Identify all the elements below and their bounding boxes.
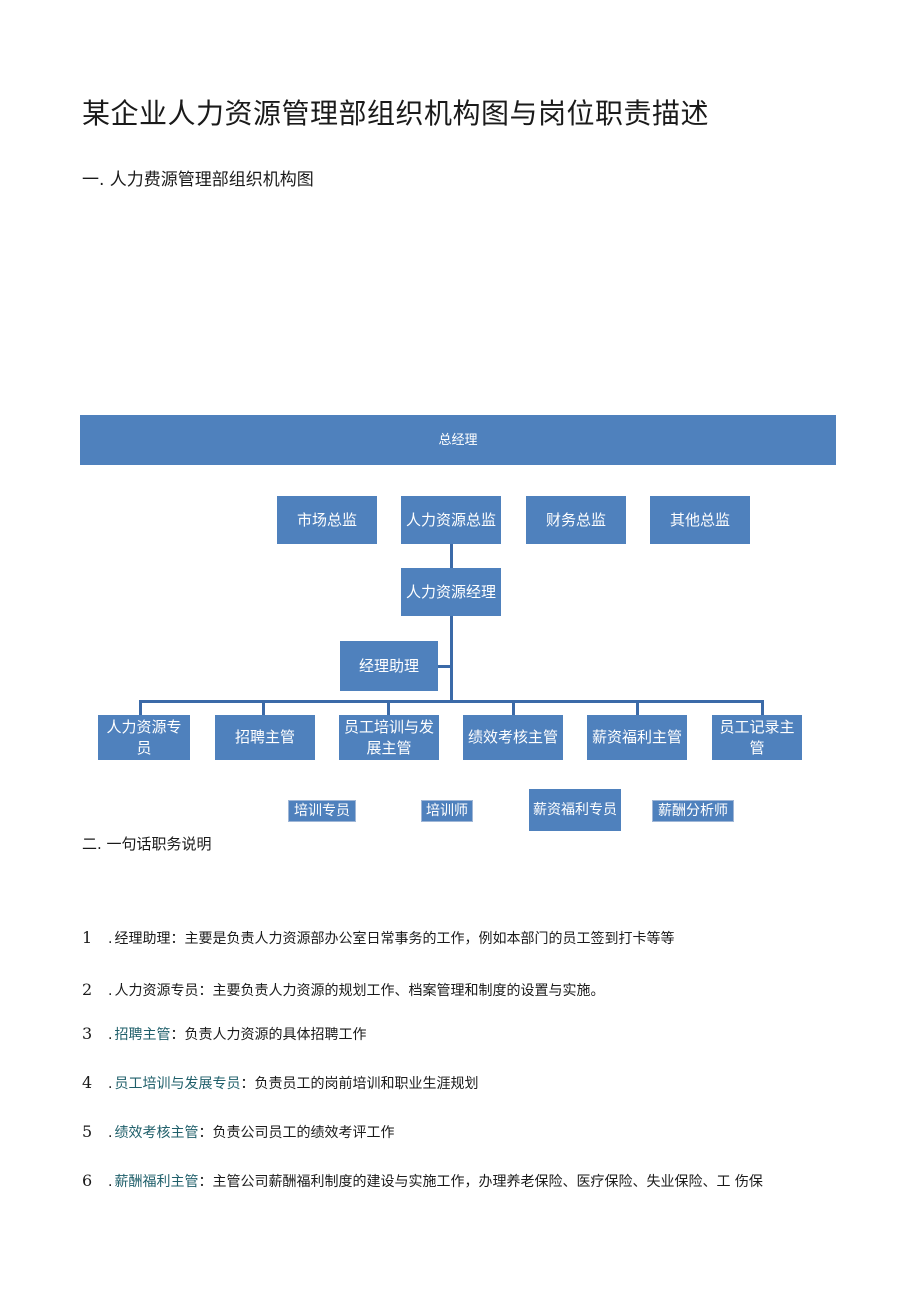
org-box-team-hr-specialist: 人力资源专员 bbox=[98, 715, 190, 760]
list-item: 2.人力资源专员：主要负责人力资源的规划工作、档案管理和制度的设置与实施。 bbox=[82, 980, 605, 999]
list-item: 5.绩效考核主管：负责公司员工的绩效考评工作 bbox=[82, 1122, 395, 1141]
list-item: 3.招聘主管：负责人力资源的具体招聘工作 bbox=[82, 1024, 367, 1043]
connector-line bbox=[262, 700, 265, 715]
list-item: 4.员工培训与发展专员：负责员工的岗前培训和职业生涯规划 bbox=[82, 1073, 479, 1092]
connector-line bbox=[450, 544, 453, 568]
list-item-number: 3 bbox=[82, 1024, 93, 1043]
connector-line bbox=[139, 700, 764, 703]
connector-line bbox=[139, 700, 142, 715]
connector-line bbox=[387, 700, 390, 715]
connector-line bbox=[512, 700, 515, 715]
list-item-role: 人力资源专员 bbox=[114, 983, 199, 999]
list-item: 1.经理助理：主要是负责人力资源部办公室日常事务的工作，例如本部门的员工签到打卡… bbox=[82, 928, 675, 947]
list-item-desc: ：负责员工的岗前培训和职业生涯规划 bbox=[240, 1076, 479, 1092]
section-heading-org-chart: 一. 人力费源管理部组织机构图 bbox=[82, 170, 314, 190]
list-item-role: 薪酬福利主管 bbox=[114, 1174, 199, 1190]
org-box-hr-manager: 人力资源经理 bbox=[401, 568, 501, 616]
list-item-number: 6 bbox=[82, 1171, 93, 1190]
list-item-desc: ：主要是负责人力资源部办公室日常事务的工作，例如本部门的员工签到打卡等等 bbox=[170, 931, 675, 947]
connector-line bbox=[636, 700, 639, 715]
list-item-role: 经理助理 bbox=[114, 931, 171, 947]
org-box-general-manager: 总经理 bbox=[80, 415, 836, 465]
list-item-role: 绩效考核主管 bbox=[114, 1125, 199, 1141]
list-item-number: 2 bbox=[82, 980, 93, 999]
list-item-role: 招聘主管 bbox=[114, 1027, 171, 1043]
org-box-director-marketing: 市场总监 bbox=[277, 496, 377, 544]
list-item: 6.薪酬福利主管：主管公司薪酬福利制度的建设与实施工作，办理养老保险、医疗保险、… bbox=[82, 1171, 763, 1190]
connector-line bbox=[438, 665, 450, 668]
org-box-director-other: 其他总监 bbox=[650, 496, 750, 544]
org-box-team-compensation: 薪资福利主管 bbox=[587, 715, 687, 760]
org-box-training-specialist: 培训专员 bbox=[288, 800, 356, 822]
org-box-team-training: 员工培训与发展主管 bbox=[339, 715, 439, 760]
section-heading-duties: 二. 一句话职务说明 bbox=[82, 835, 212, 853]
org-box-team-recruiting: 招聘主管 bbox=[215, 715, 315, 760]
list-item-number: 1 bbox=[82, 928, 93, 947]
org-box-assistant: 经理助理 bbox=[340, 641, 438, 691]
org-box-team-records: 员工记录主管 bbox=[712, 715, 802, 760]
org-box-team-performance: 绩效考核主管 bbox=[463, 715, 563, 760]
document-title: 某企业人力资源管理部组织机构图与岗位职责描述 bbox=[82, 97, 710, 130]
list-item-desc: ：负责公司员工的绩效考评工作 bbox=[198, 1125, 395, 1141]
list-item-role: 员工培训与发展专员 bbox=[114, 1076, 241, 1092]
list-item-number: 4 bbox=[82, 1073, 93, 1092]
connector-line bbox=[450, 616, 453, 702]
list-item-desc: ：负责人力资源的具体招聘工作 bbox=[170, 1027, 367, 1043]
list-item-desc: ：主管公司薪酬福利制度的建设与实施工作，办理养老保险、医疗保险、失业保险、工 伤… bbox=[198, 1174, 763, 1190]
list-item-number: 5 bbox=[82, 1122, 93, 1141]
org-box-trainer: 培训师 bbox=[421, 800, 473, 822]
org-box-director-hr: 人力资源总监 bbox=[401, 496, 501, 544]
list-item-desc: ：主要负责人力资源的规划工作、档案管理和制度的设置与实施。 bbox=[198, 983, 605, 999]
org-box-compensation-specialist: 薪资福利专员 bbox=[529, 789, 621, 831]
connector-line bbox=[761, 700, 764, 715]
org-box-compensation-analyst: 薪酬分析师 bbox=[652, 800, 734, 822]
org-box-director-finance: 财务总监 bbox=[526, 496, 626, 544]
